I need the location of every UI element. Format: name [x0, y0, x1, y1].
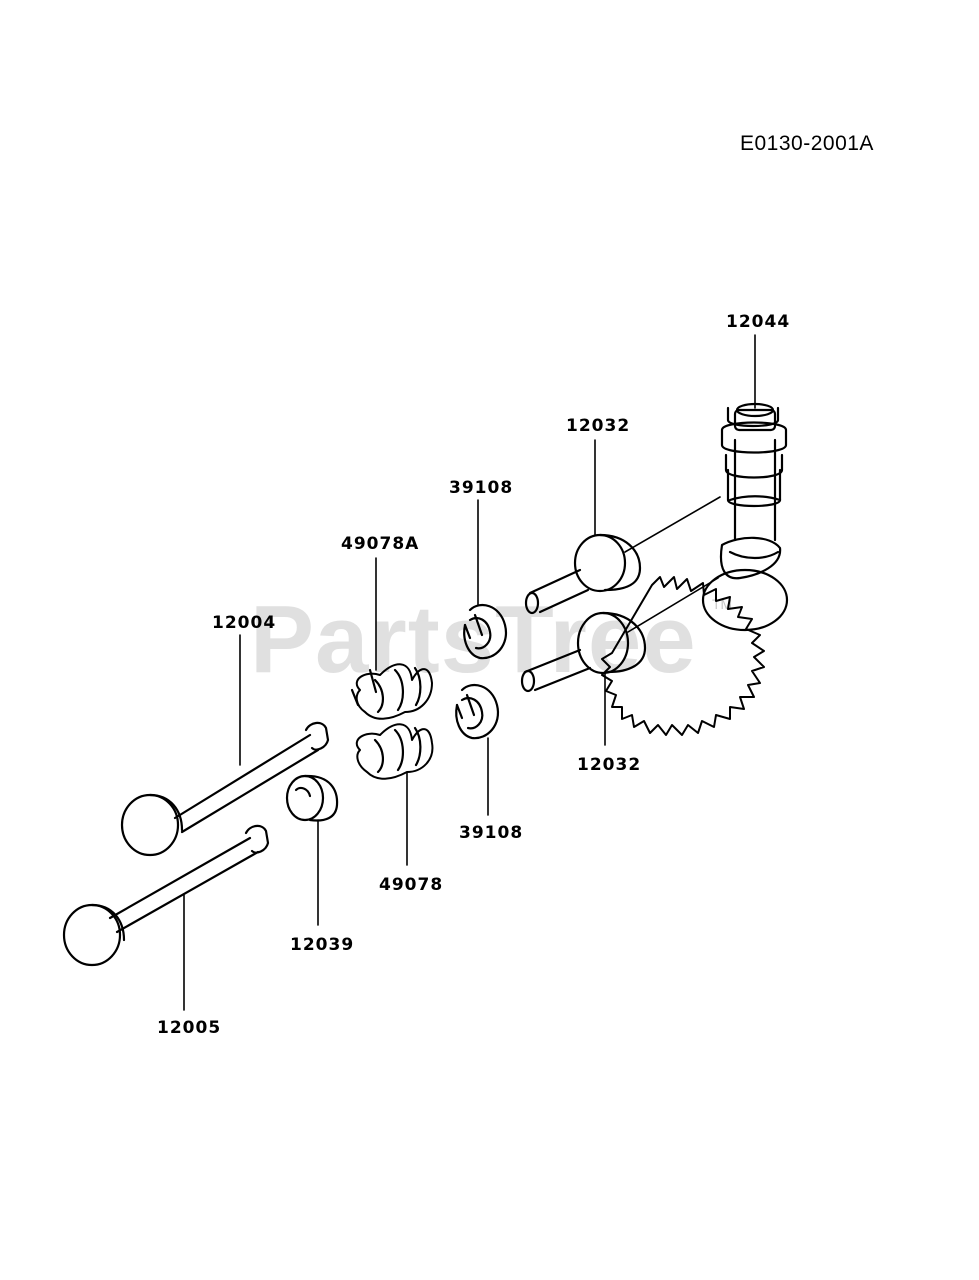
callout-retainer-bottom[interactable]: 39108 [459, 823, 524, 843]
callout-camshaft[interactable]: 12044 [726, 312, 791, 332]
seat[interactable] [285, 774, 339, 822]
retainer-top[interactable] [463, 603, 508, 660]
callout-spring-top[interactable]: 49078A [341, 534, 420, 554]
callout-valve-bottom[interactable]: 12005 [157, 1018, 222, 1038]
watermark: PartsTree [250, 586, 697, 693]
callout-tappet-bottom[interactable]: 12032 [577, 755, 642, 775]
valve-top[interactable] [120, 721, 330, 857]
valve-bottom[interactable] [62, 824, 270, 967]
camshaft[interactable] [601, 402, 854, 736]
callout-seat[interactable]: 12039 [290, 935, 355, 955]
spring-top[interactable] [350, 663, 433, 720]
callout-valve-top[interactable]: 12004 [212, 613, 277, 633]
tappet-top[interactable] [524, 533, 642, 615]
callout-retainer-top[interactable]: 39108 [449, 478, 514, 498]
tappet-bottom[interactable] [520, 611, 647, 693]
diagram-id: E0130-2001A [740, 132, 874, 155]
leader-lines [183, 334, 756, 1011]
callout-tappet-top[interactable]: 12032 [566, 416, 631, 436]
callout-spring-bottom[interactable]: 49078 [379, 875, 444, 895]
retainer-bottom[interactable] [455, 683, 500, 740]
spring-bottom[interactable] [355, 723, 434, 780]
